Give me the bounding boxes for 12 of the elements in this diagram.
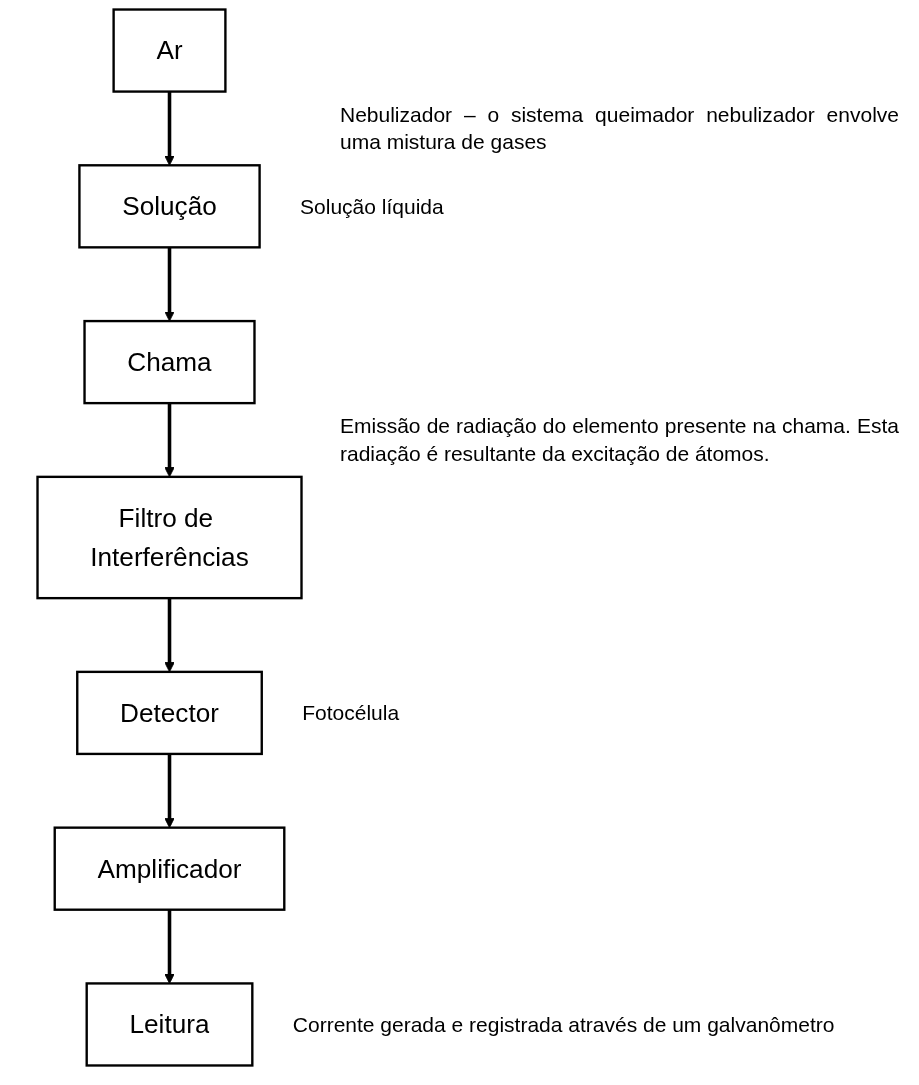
annotation-text: Emissão de radiação do elemento presente na chama. Esta radiação é resultante da excitação de átomos. (340, 413, 899, 467)
process-box: Ar (112, 8, 228, 93)
annotation-text: Corrente gerada e registrada através de um galvanômetro (292, 1011, 836, 1038)
process-box: Solução (78, 164, 262, 249)
annotation-text: Fotocélula (302, 700, 401, 727)
process-box: Filtro de Interferências (36, 475, 304, 600)
annotation-text: Nebulizador – o sistema queimador nebulizador envolve uma mistura de gases (340, 101, 899, 156)
process-box: Detector (76, 670, 264, 756)
annotation-text: Solução líquida (300, 193, 445, 220)
process-box: Amplificador (54, 826, 286, 911)
process-box: Leitura (86, 982, 254, 1067)
process-box: Chama (83, 319, 257, 405)
